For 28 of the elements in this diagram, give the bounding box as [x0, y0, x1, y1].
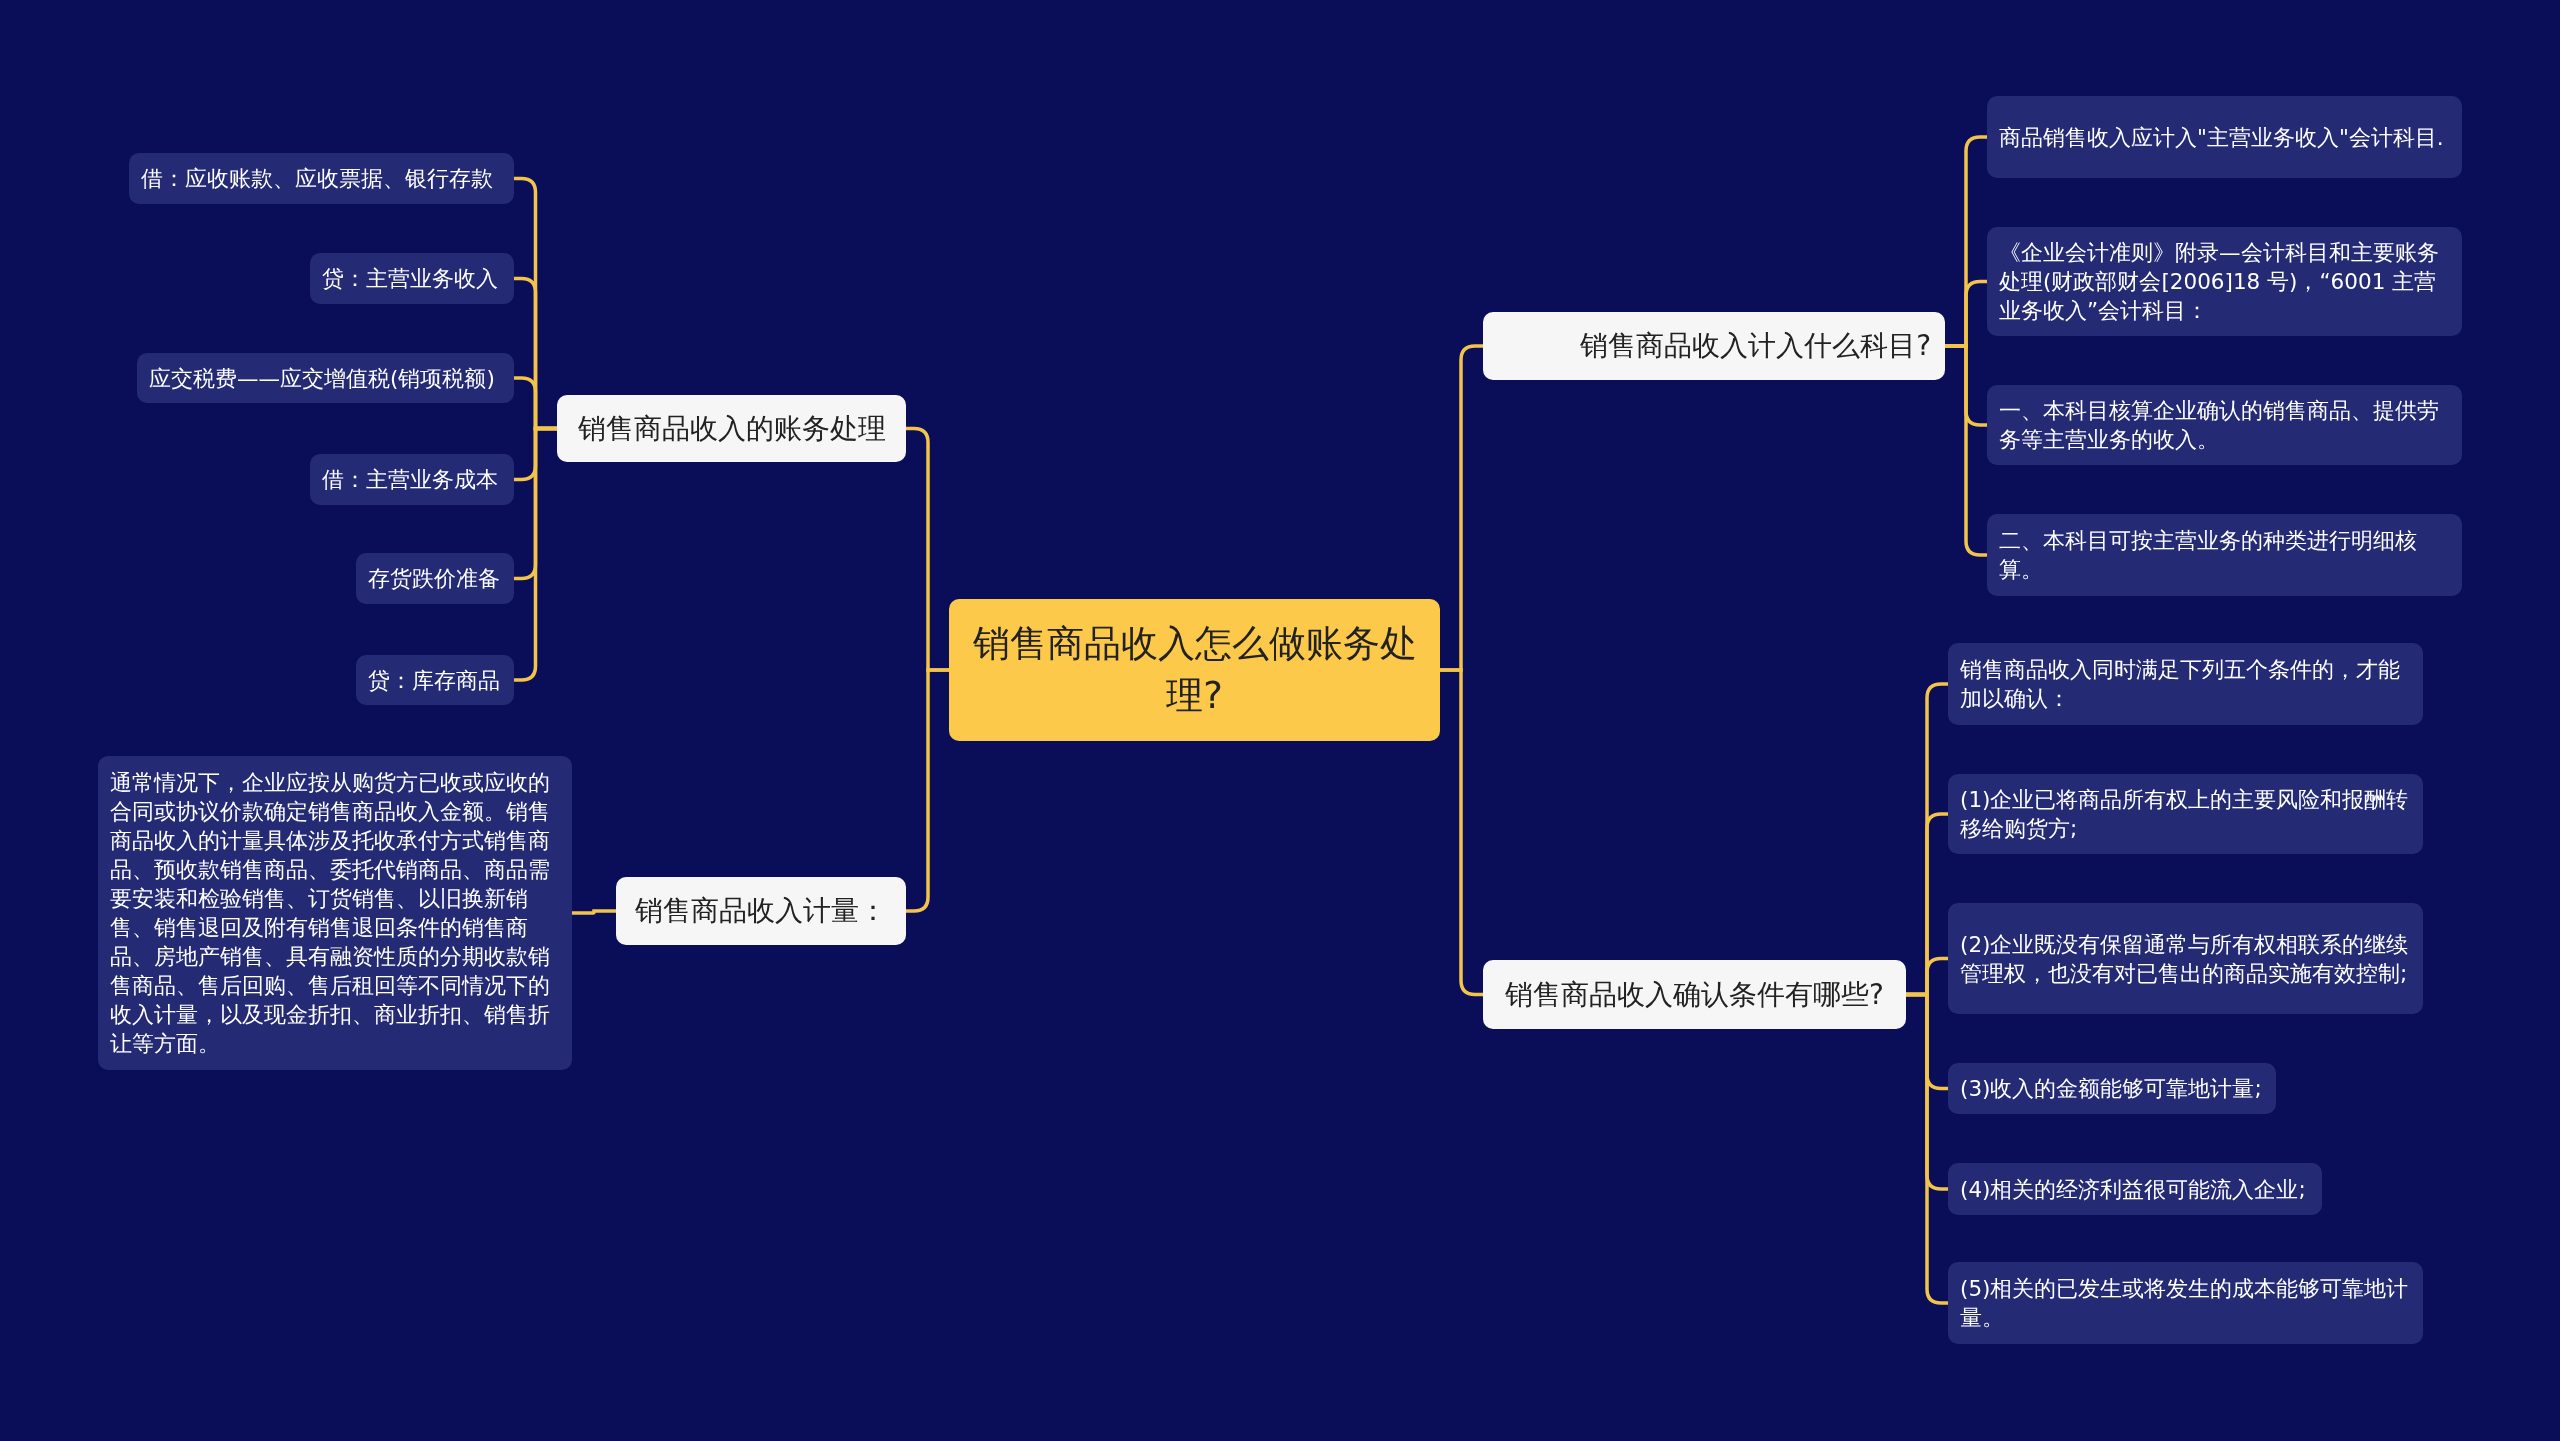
subtopic-box: 商品销售收入应计入"主营业务收入"会计科目. — [1987, 96, 2462, 178]
subtopic-box: 通常情况下，企业应按从购货方已收或应收的合同或协议价款确定销售商品收入金额。销售商品收入的计量具体涉及托收承付方式销售商品、预收款销售商品、委托代销商品、商品需要安装和检验销售、订货销售、以旧换新销售、销售退回及附有销售退回条件的销售商品、房地产销售、具有融资性质的分期收款销售商品、售后回购、售后租回等不同情况下的收入计量，以及现金折扣、商业折扣、销售折让等方面。 — [98, 756, 572, 1070]
subtopic-box: 二、本科目可按主营业务的种类进行明细核算。 — [1987, 514, 2462, 596]
connector-line — [572, 909, 616, 915]
subtopic-box: 借：主营业务成本 — [310, 454, 514, 505]
connector-line — [906, 668, 949, 913]
subtopic-box: (2)企业既没有保留通常与所有权相联系的继续管理权，也没有对已售出的商品实施有效控制; — [1948, 903, 2423, 1014]
connector-line — [1945, 344, 1987, 557]
subtopic-box: (1)企业已将商品所有权上的主要风险和报酬转移给购货方; — [1948, 774, 2423, 854]
subtopic-box: 应交税费——应交增值税(销项税额) — [137, 353, 514, 403]
central-topic-box: 销售商品收入怎么做账务处理? — [949, 599, 1440, 741]
connector-line — [514, 426, 557, 682]
topic-box: 销售商品收入计量： — [616, 877, 906, 945]
subtopic-box: (4)相关的经济利益很可能流入企业; — [1948, 1163, 2322, 1215]
topic-box: 销售商品收入的账务处理 — [557, 395, 906, 462]
topic-box: 销售商品收入计入什么科目? — [1483, 312, 1945, 380]
connector-line — [1906, 992, 1948, 1305]
subtopic-box: 贷：库存商品 — [356, 655, 514, 705]
topic-box: 销售商品收入确认条件有哪些? — [1483, 960, 1906, 1029]
subtopic-box: 存货跌价准备 — [356, 553, 514, 604]
subtopic-box: 销售商品收入同时满足下列五个条件的，才能加以确认： — [1948, 643, 2423, 725]
subtopic-box: 一、本科目核算企业确认的销售商品、提供劳务等主营业务的收入。 — [1987, 385, 2462, 465]
subtopic-box: (3)收入的金额能够可靠地计量; — [1948, 1063, 2276, 1114]
subtopic-box: 贷：主营业务收入 — [310, 253, 514, 304]
connector-line — [1440, 668, 1483, 997]
subtopic-box: 《企业会计准则》附录—会计科目和主要账务处理(财政部财会[2006]18 号)，“6001 主营业务收入”会计科目： — [1987, 227, 2462, 336]
subtopic-box: (5)相关的已发生或将发生的成本能够可靠地计量。 — [1948, 1262, 2423, 1344]
subtopic-box: 借：应收账款、应收票据、银行存款 — [129, 153, 514, 204]
